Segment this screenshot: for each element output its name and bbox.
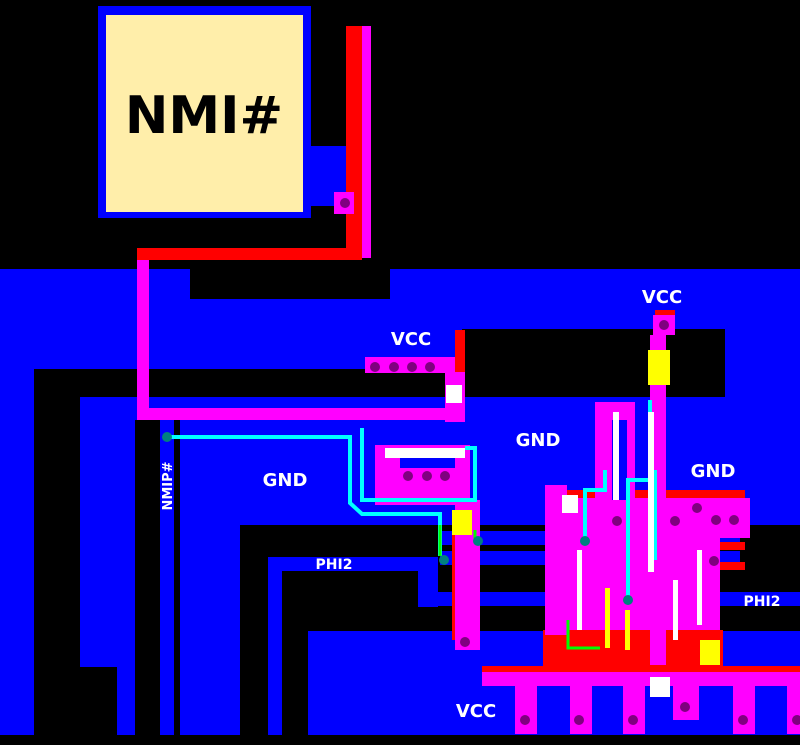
diff-vcc-finger-3 <box>623 686 645 734</box>
transistor-logic-8[interactable] <box>697 550 702 625</box>
contact <box>711 515 721 525</box>
contact <box>370 362 380 372</box>
contact <box>440 471 450 481</box>
poly-bottom-block <box>543 630 723 670</box>
transistor-logic-2[interactable] <box>648 412 654 572</box>
label-vcc-bottom: VCC <box>456 701 496 722</box>
contact <box>422 471 432 481</box>
label-nmip-node: NMIP# <box>161 461 176 510</box>
transistor-logic-4[interactable] <box>577 550 582 630</box>
contact <box>670 516 680 526</box>
label-phi2-left: PHI2 <box>316 557 353 573</box>
vcc-metal-left-edge <box>0 369 34 745</box>
nmip-metal-trace[interactable] <box>160 428 174 745</box>
contact <box>628 715 638 725</box>
label-phi2-right: PHI2 <box>744 594 781 610</box>
label-gnd-left: GND <box>263 470 308 491</box>
transistor-logic-1[interactable] <box>562 495 578 513</box>
contact <box>612 516 622 526</box>
phi2-metal-vertical <box>268 557 282 745</box>
diff-vcc-finger-6 <box>787 686 800 734</box>
buried-contact <box>580 536 590 546</box>
poly-vcc-riser <box>455 330 465 372</box>
poly-bottom-rail <box>482 666 800 672</box>
contact <box>680 702 690 712</box>
buried-contact <box>439 555 449 565</box>
phi2-metal-horizontal[interactable] <box>268 557 418 571</box>
buried-contacts <box>162 432 633 605</box>
contact <box>709 556 719 566</box>
contact <box>403 471 413 481</box>
diff-vcc-finger-1 <box>515 686 537 734</box>
gnd-metal-column <box>180 525 240 745</box>
transistor-logic-7[interactable] <box>673 580 678 640</box>
diff-left-drop <box>137 260 149 418</box>
label-gnd-center: GND <box>516 430 561 451</box>
diff-pad-feed <box>362 26 371 258</box>
diff-vcc-finger-5 <box>733 686 755 734</box>
transistor-logic-5[interactable] <box>605 588 610 648</box>
pad-label: NMI# <box>125 86 283 146</box>
label-gnd-right: GND <box>691 461 736 482</box>
contact <box>520 715 530 725</box>
poly-horizontal <box>137 248 362 260</box>
contact <box>407 362 417 372</box>
contact <box>738 715 748 725</box>
buried-contact <box>162 432 172 442</box>
transistor-input-gate[interactable] <box>452 510 472 535</box>
contact <box>792 715 800 725</box>
diff-horizontal <box>137 408 462 420</box>
poly-gate-row-1 <box>545 490 745 498</box>
buried-contact <box>473 536 483 546</box>
transistor-logic-3[interactable] <box>613 412 619 500</box>
contact <box>729 515 739 525</box>
contacts <box>340 198 800 725</box>
diff-vcc-rail <box>482 672 800 686</box>
transistor-vcc-right[interactable] <box>648 350 670 385</box>
buried-contact <box>623 595 633 605</box>
nmi-pad[interactable] <box>106 15 303 212</box>
transistor-vcc-left[interactable] <box>446 385 462 403</box>
contact <box>425 362 435 372</box>
diff-gnd-contacts <box>685 498 745 530</box>
contact <box>659 320 669 330</box>
transistors <box>385 350 720 697</box>
gnd-metal-tail <box>117 667 135 745</box>
transistor-phi2[interactable] <box>700 640 720 665</box>
contact <box>692 503 702 513</box>
transistor-logic-6[interactable] <box>625 610 630 650</box>
transistor-input[interactable] <box>385 448 465 458</box>
metal-gaps <box>0 269 800 745</box>
label-vcc-upper-right: VCC <box>642 287 682 308</box>
poly-pad-feed <box>346 26 362 256</box>
contact <box>460 637 470 647</box>
label-vcc-upper-left: VCC <box>391 329 431 350</box>
diff-logic-block-2 <box>560 538 720 630</box>
diff-vcc-finger-2 <box>570 686 592 734</box>
contact <box>389 362 399 372</box>
contact <box>574 715 584 725</box>
transistor-bottom[interactable] <box>650 677 670 697</box>
contact <box>340 198 350 208</box>
